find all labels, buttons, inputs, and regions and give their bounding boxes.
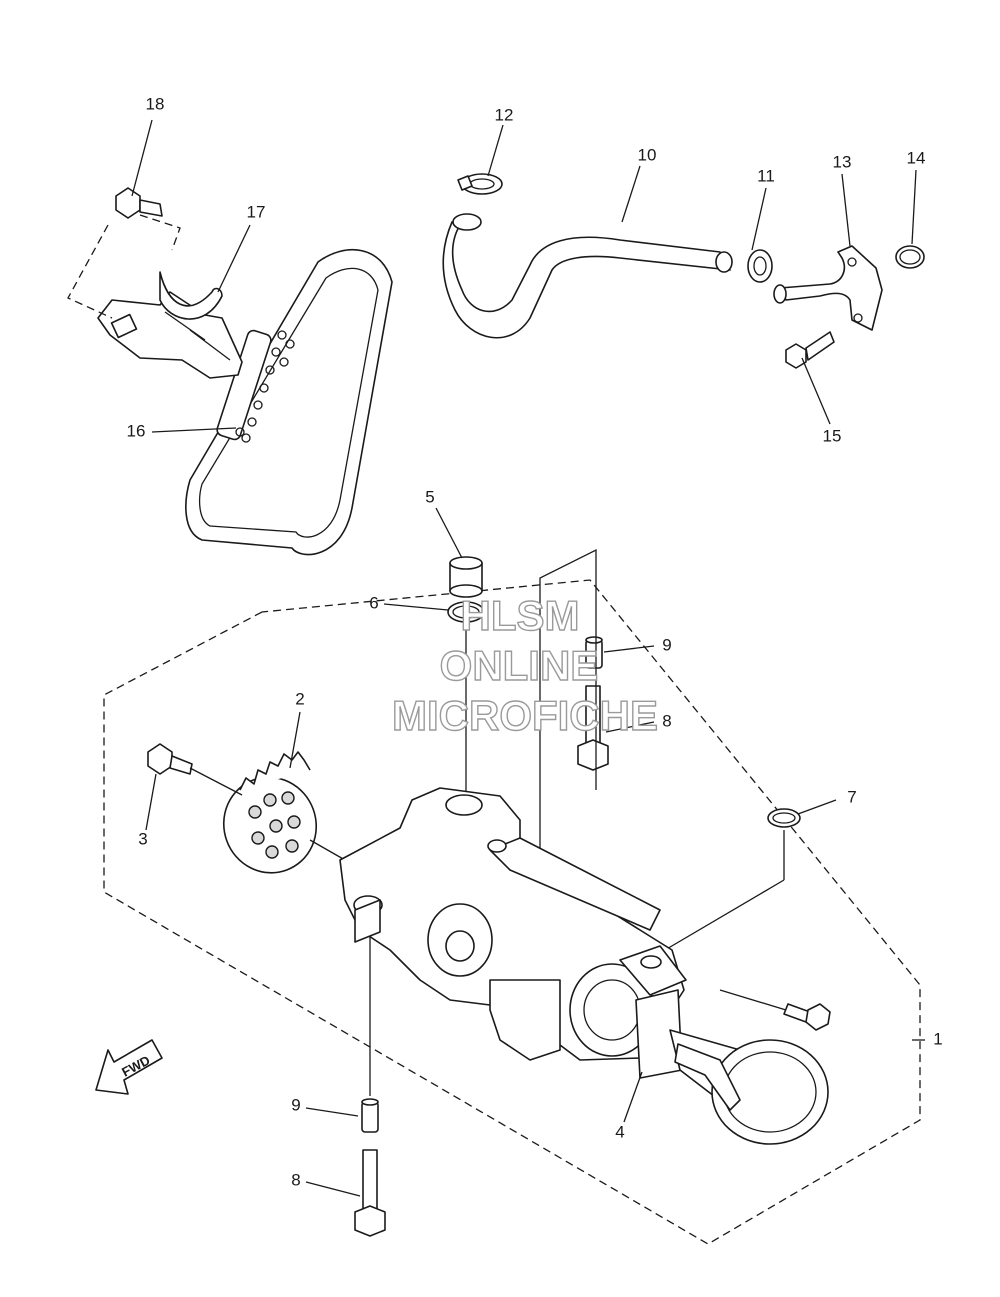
callout-14: 14 (907, 148, 926, 167)
pump-bolt-lower (354, 1149, 386, 1237)
chain-guide (97, 271, 243, 379)
hose-clamp-upper (457, 173, 503, 195)
callout-8-lower: 8 (291, 1170, 300, 1189)
leader-lines (131, 119, 917, 1197)
watermark-line-3: MICROFICHE (392, 692, 658, 739)
watermark-line-2: ONLINE (440, 642, 599, 689)
dowel-pin-lower (361, 1098, 379, 1133)
callout-3: 3 (138, 829, 147, 848)
callout-numbers: 1 2 3 4 5 6 7 8 8 9 9 10 11 12 13 14 15 … (127, 94, 943, 1189)
callout-5: 5 (425, 487, 434, 506)
callout-16: 16 (127, 421, 146, 440)
union-bolt (785, 331, 835, 369)
callout-8-upper: 8 (662, 711, 671, 730)
oil-pump-drive-chain (185, 249, 393, 556)
chain-links (216, 329, 295, 443)
dowel-pin-upper (585, 636, 603, 669)
watermark: HLSM ONLINE MICROFICHE (391, 591, 658, 739)
callout-1: 1 (933, 1029, 942, 1048)
callout-17: 17 (247, 202, 266, 221)
union-o-ring (895, 245, 925, 269)
oil-pump-driven-sprocket (222, 751, 318, 874)
oil-pipe-union (773, 245, 883, 331)
forward-direction-badge: FWD (95, 1039, 163, 1095)
collar (449, 556, 483, 598)
callout-7: 7 (847, 787, 856, 806)
callout-15: 15 (823, 426, 842, 445)
hose-clamp-lower (747, 249, 773, 283)
watermark-line-1: HLSM (461, 592, 580, 639)
oil-hose (442, 213, 733, 339)
oil-strainer (635, 989, 829, 1145)
callout-9-upper: 9 (662, 635, 671, 654)
callout-13: 13 (833, 152, 852, 171)
callout-18: 18 (146, 94, 165, 113)
callout-10: 10 (638, 145, 657, 164)
guide-bolt (115, 187, 163, 219)
strainer-bolt (783, 1003, 831, 1031)
strainer-o-ring (767, 808, 801, 828)
callout-9-lower: 9 (291, 1095, 300, 1114)
collar-o-ring (447, 601, 485, 623)
sprocket-bolt (147, 743, 193, 775)
callout-12: 12 (495, 105, 514, 124)
callout-6: 6 (369, 593, 378, 612)
callout-4: 4 (615, 1122, 624, 1141)
callout-2: 2 (295, 689, 304, 708)
oil-pump-body (339, 787, 687, 1061)
callout-11: 11 (757, 166, 775, 185)
